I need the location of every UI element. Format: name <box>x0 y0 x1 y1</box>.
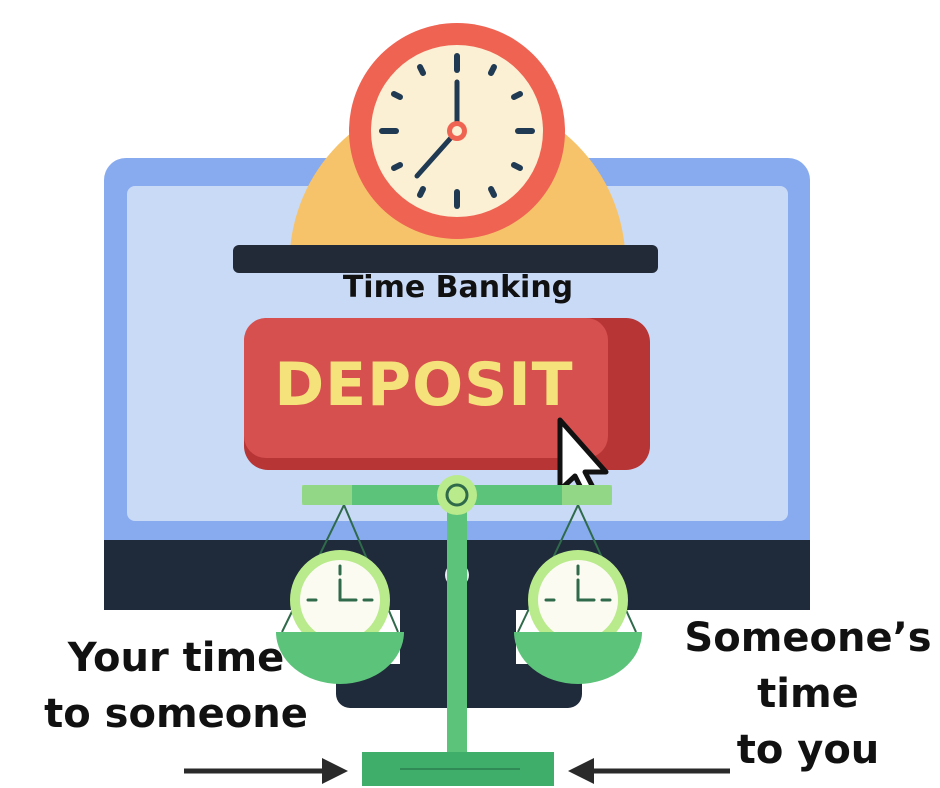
left-scale-pan <box>276 632 404 684</box>
small-clock-icon <box>290 550 390 650</box>
right-caption-line: time <box>757 671 859 717</box>
right-caption-line: to you <box>736 727 880 773</box>
banner-title: Time Banking <box>342 270 574 305</box>
coin-slot-bar <box>233 245 658 273</box>
right-caption: Someone’s time to you <box>676 610 940 778</box>
left-caption-line: to someone <box>44 691 308 737</box>
wall-clock-icon <box>349 23 565 239</box>
balance-scale-icon <box>281 475 637 786</box>
deposit-button-label[interactable]: DEPOSIT <box>274 350 574 420</box>
right-caption-line: Someone’s <box>684 615 932 661</box>
right-scale-pan <box>514 632 642 684</box>
small-clock-icon <box>528 550 628 650</box>
arrow-left-icon <box>568 758 730 784</box>
left-caption: Your time to someone <box>36 630 316 742</box>
deposit-button[interactable] <box>244 318 650 470</box>
arrow-right-icon <box>184 758 348 784</box>
left-caption-line: Your time <box>67 635 285 681</box>
